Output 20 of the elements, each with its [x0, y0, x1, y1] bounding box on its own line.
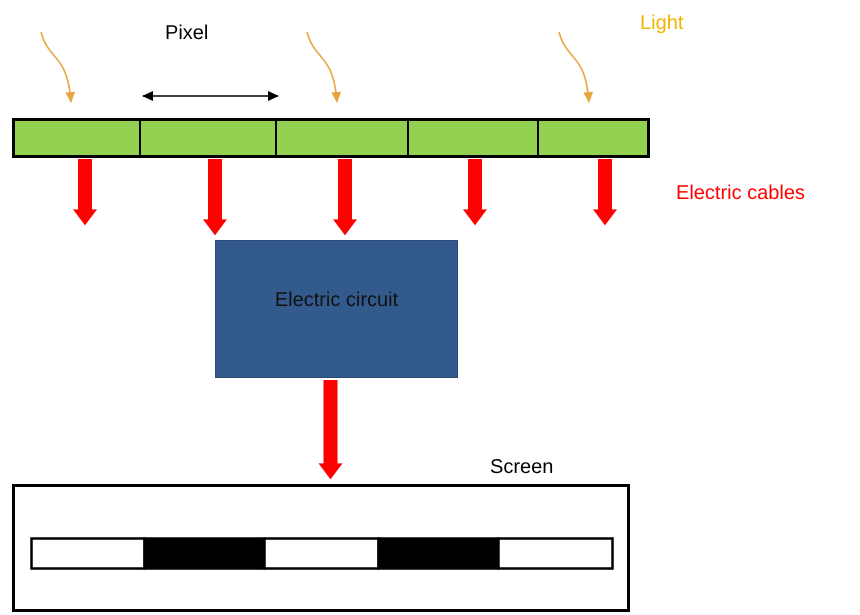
cable-arrow — [593, 159, 617, 226]
pixel-cell — [140, 118, 276, 158]
circuit-label: Electric circuit — [274, 289, 400, 312]
dimension-label: Pixel — [165, 22, 208, 45]
pixel-cell — [408, 118, 538, 158]
cable-arrow — [463, 159, 487, 226]
circuit-box — [215, 240, 458, 378]
cable-arrow — [73, 159, 97, 226]
cable-arrow — [333, 159, 357, 236]
pixel-cell — [538, 118, 650, 158]
light-label: Light — [640, 12, 684, 35]
screen-label: Screen — [490, 456, 554, 479]
cable-arrow — [318, 380, 342, 480]
pixel-cell — [12, 118, 140, 158]
cable-arrow — [203, 159, 227, 236]
pixel-cell — [276, 118, 408, 158]
light-arrow — [306, 32, 341, 103]
light-arrow — [558, 32, 593, 103]
cables-label: Electric cables — [676, 182, 805, 205]
light-arrow — [40, 32, 75, 103]
